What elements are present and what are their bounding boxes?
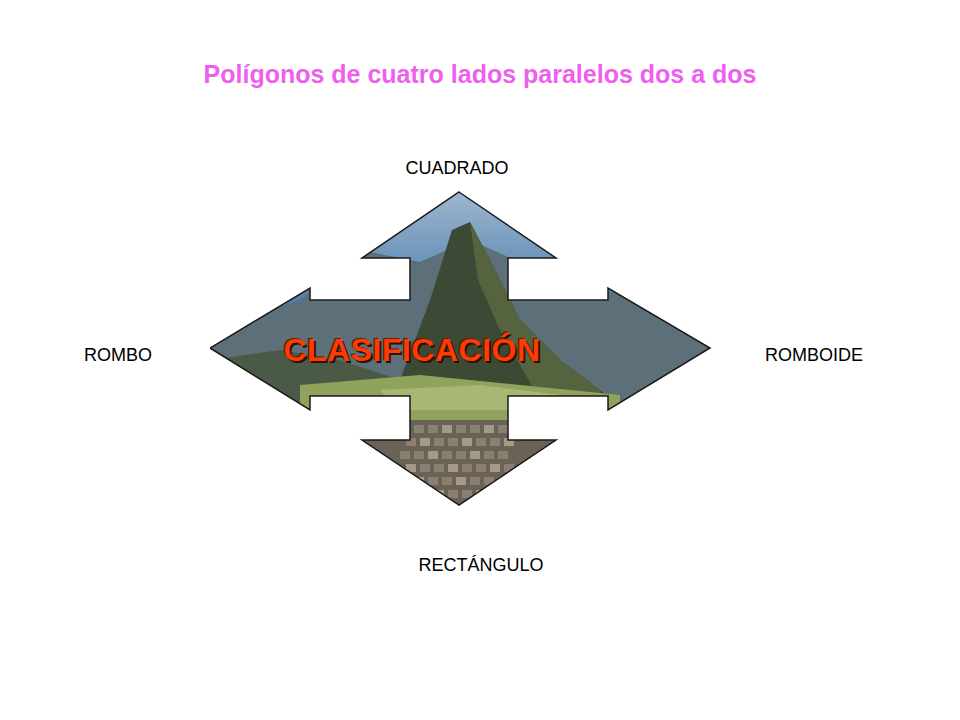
shape-name: RECTÁNGULO	[418, 555, 543, 576]
slide-title: Polígonos de cuatro lados paralelos dos …	[204, 60, 757, 89]
shape-name: CUADRADO	[405, 158, 508, 179]
shape-name: ROMBO	[84, 345, 152, 366]
node-title: CLASIFICACIÓN	[283, 332, 540, 369]
classification-arrow: CLASIFICACIÓN	[210, 190, 712, 508]
shape-name: ROMBOIDE	[765, 345, 863, 366]
